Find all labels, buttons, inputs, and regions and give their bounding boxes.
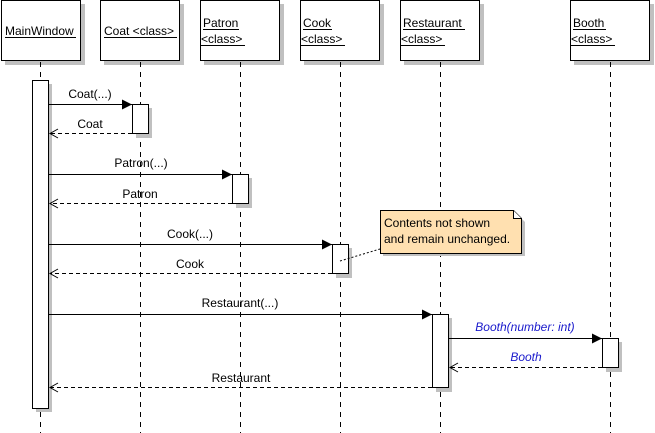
message-label: Booth — [510, 350, 542, 364]
activation-cook — [332, 244, 352, 278]
lifeline-coat[interactable]: Coat <class> — [100, 0, 185, 66]
activation-booth — [602, 338, 622, 372]
message-booth-return[interactable]: Booth — [448, 350, 602, 373]
message-label: Booth(number: int) — [475, 320, 574, 334]
message-label: Patron — [122, 187, 157, 201]
message-label: Coat — [77, 117, 103, 131]
message-label: Restaurant(...) — [202, 296, 279, 310]
note-line: Contents not shown — [384, 216, 490, 230]
message-label: Cook(...) — [167, 227, 213, 241]
message-restaurant-call[interactable]: Restaurant(...) — [49, 296, 432, 320]
message-coat-return[interactable]: Coat — [48, 117, 132, 139]
lifeline-name: Booth — [573, 16, 604, 30]
message-label: Patron(...) — [114, 156, 167, 170]
message-patron-call[interactable]: Patron(...) — [49, 156, 232, 180]
lifeline-stereotype: <class> — [201, 32, 242, 46]
lifeline-name: Coat <class> — [104, 24, 174, 38]
lifeline-cook[interactable]: Cook <class> — [300, 0, 385, 66]
message-label: Cook — [176, 257, 205, 271]
message-restaurant-return[interactable]: Restaurant — [48, 371, 432, 393]
lifeline-mainwindow[interactable]: MainWindow — [1, 0, 86, 66]
lifeline-name: Patron — [203, 16, 238, 30]
note[interactable]: Contents not shown and remain unchanged. — [339, 210, 525, 262]
lifeline-stereotype: <class> — [571, 32, 612, 46]
message-booth-call[interactable]: Booth(number: int) — [449, 320, 602, 344]
activation-restaurant — [432, 314, 452, 392]
message-label: Restaurant — [212, 371, 271, 385]
message-cook-call[interactable]: Cook(...) — [49, 227, 332, 250]
lifeline-booth[interactable]: Booth <class> — [570, 0, 655, 66]
note-line: and remain unchanged. — [384, 232, 510, 246]
message-label: Coat(...) — [68, 87, 111, 101]
activation-coat — [132, 104, 152, 138]
message-cook-return[interactable]: Cook — [48, 257, 332, 279]
lifeline-stereotype: <class> — [301, 32, 342, 46]
lifeline-stereotype: <class> — [401, 32, 442, 46]
note-connector — [339, 248, 381, 262]
lifeline-patron[interactable]: Patron <class> — [200, 0, 285, 66]
lifeline-name: Restaurant — [403, 16, 462, 30]
lifeline-restaurant[interactable]: Restaurant <class> — [400, 0, 485, 66]
activation-patron — [232, 174, 252, 208]
activation-mainwindow — [32, 80, 52, 412]
message-patron-return[interactable]: Patron — [48, 187, 232, 209]
message-coat-call[interactable]: Coat(...) — [49, 87, 132, 110]
lifeline-name: Cook — [303, 16, 332, 30]
lifeline-name: MainWindow — [5, 24, 74, 38]
